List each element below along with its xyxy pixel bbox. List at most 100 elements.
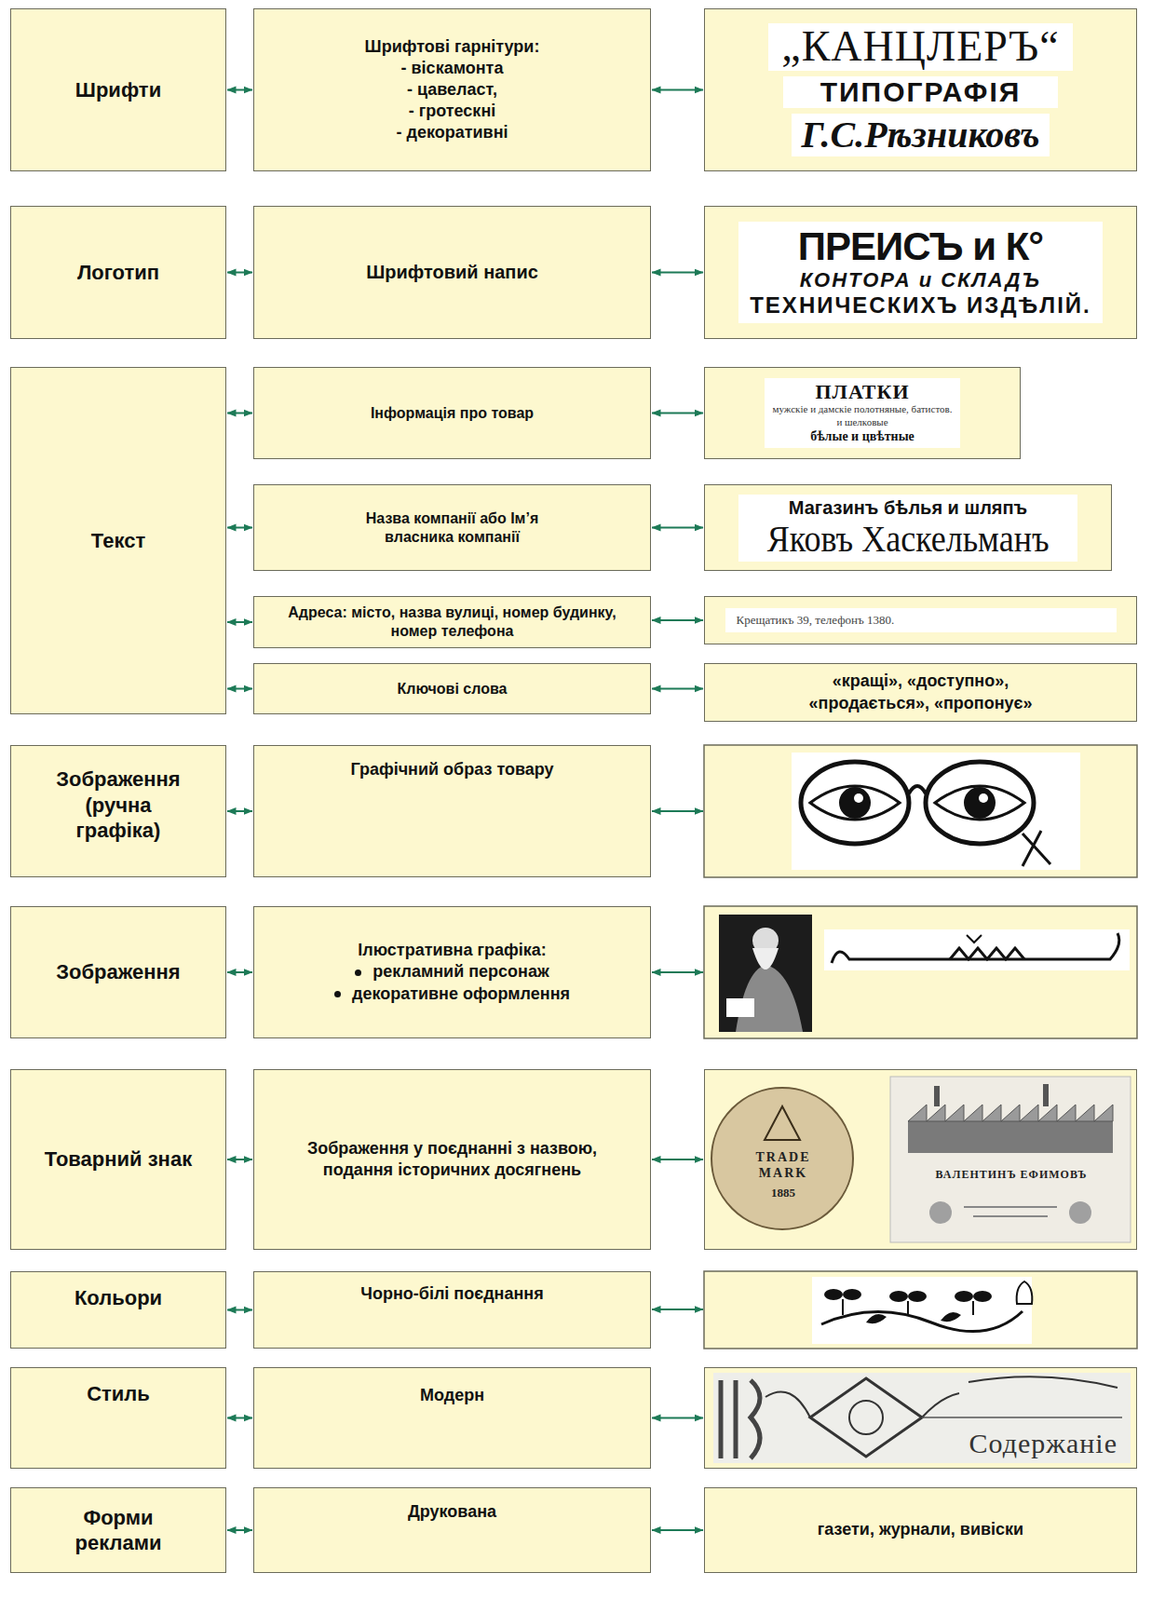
glasses-drawing [934, 785, 1025, 820]
text-panel: TRADEMARK1885 [710, 1088, 856, 1234]
description-box: Ключові слова [253, 663, 651, 715]
illustration [752, 948, 779, 970]
node-text: Шрифтові гарнітури: [365, 36, 541, 58]
sample-box: ПЛАТКИмужскіе и дамскіе полотняные, бати… [704, 366, 1021, 460]
double-arrow [227, 527, 253, 529]
double-arrow [227, 1158, 253, 1161]
glasses-drawing [800, 761, 909, 844]
double-arrow [651, 527, 704, 529]
glasses-drawing [839, 786, 871, 819]
description-box: Шрифтові гарнітури:- віскамонта- цавелас… [253, 8, 651, 172]
node-text: „КАНЦЛЕРЪ“ [768, 23, 1073, 71]
illustration [831, 933, 1120, 963]
node-text: Чорно-білі поєднання [360, 1283, 543, 1305]
node-text: рекламний персонаж [372, 961, 550, 983]
glasses-drawing [1022, 830, 1051, 867]
node-text: Друкована [407, 1501, 497, 1523]
node-text: газети, журнали, вивіски [817, 1518, 1024, 1541]
node-text: Форми реклами [41, 1504, 196, 1557]
trademark-drawing [890, 1076, 1131, 1243]
image-frame [704, 1271, 1138, 1349]
node-text: бѣлые и цвѣтные [810, 428, 915, 446]
bullet-row: декоративне оформлення [334, 983, 570, 1005]
flower-ornament [889, 1290, 908, 1302]
node-text: Назва компанії або Ім’я власника компані… [331, 509, 574, 546]
description-box: Шрифтовий напис [253, 205, 651, 339]
double-arrow [651, 688, 704, 691]
double-arrow [651, 1158, 704, 1161]
trademark-drawing [963, 1206, 1057, 1217]
modern-ornament [810, 1378, 922, 1457]
double-arrow [227, 1417, 253, 1420]
double-arrow [651, 619, 704, 622]
image-frame [704, 745, 1138, 878]
glasses-drawing [925, 761, 1034, 844]
static-arrow [651, 971, 704, 974]
trademark-drawing [907, 1121, 1113, 1153]
sample-box: ПРЕИСЪ и К°КОНТОРА и СКЛАДЪТЕХНИЧЕСКИХЪ … [704, 205, 1138, 339]
text-panel: Магазинъ бѣлья и шляпъЯковъ Хаскельманъ [738, 494, 1078, 562]
trademark-drawing [934, 1085, 940, 1107]
node-text: Крещатикъ 39, телефонъ 1380. [725, 608, 1117, 633]
sample-box: газети, журнали, вивіски [704, 1487, 1138, 1573]
description-box: Графічний образ товару [253, 745, 651, 878]
category-box: Шрифти [10, 8, 227, 172]
sample-box: TRADEMARK1885ВАЛЕНТИНЪ ЕФИМОВЪ [704, 1069, 1138, 1250]
node-text: Ілюстративна графіка: [357, 939, 547, 962]
node-text: ПРЕИСЪ и К° [798, 225, 1044, 269]
node-text: ПЛАТКИ [814, 380, 909, 404]
double-arrow [227, 412, 253, 415]
node-text: Товарний знак [44, 1146, 192, 1173]
text-panel: ПЛАТКИмужскіе и дамскіе полотняные, бати… [764, 378, 961, 448]
node-text: Шрифтовий напис [365, 260, 539, 285]
category-box: Кольори [10, 1271, 227, 1349]
modern-ornament [713, 1372, 1131, 1464]
node-text: Шрифти [75, 77, 162, 104]
node-text: MARK [758, 1165, 808, 1181]
description-box: Назва компанії або Ім’я власника компані… [253, 484, 651, 571]
double-arrow [227, 271, 253, 274]
node-text: Зображення [55, 959, 180, 986]
trademark-drawing [1069, 1201, 1092, 1224]
category-box: Текст [10, 366, 227, 715]
description-box: Ілюстративна графіка:рекламний персонажд… [253, 906, 651, 1039]
trademark-drawing [929, 1201, 952, 1224]
illustration [726, 998, 755, 1017]
node-text: Стиль [86, 1381, 150, 1408]
description-box: Чорно-білі поєднання [253, 1271, 651, 1349]
text-panel: ПРЕИСЪ и К°КОНТОРА и СКЛАДЪТЕХНИЧЕСКИХЪ … [738, 221, 1103, 324]
double-arrow [651, 1417, 704, 1420]
modern-ornament [720, 1380, 760, 1459]
modern-ornament [713, 1372, 1131, 1464]
glasses-drawing [791, 752, 1081, 870]
node-text: Зображення (ручна графіка) [41, 766, 196, 844]
edge-layer [227, 90, 704, 1531]
sample-box: Содержаніе [704, 1367, 1138, 1469]
description-box: Друкована [253, 1487, 651, 1573]
double-arrow [227, 971, 253, 974]
node-text: - цавеласт, [406, 79, 498, 101]
trademark-drawing [711, 1087, 854, 1230]
illustration [718, 914, 813, 1032]
static-arrow [651, 810, 704, 813]
double-arrow [227, 810, 253, 813]
static-arrow [651, 811, 704, 1310]
double-arrow [651, 1529, 704, 1531]
category-box: Логотип [10, 205, 227, 339]
sample-box: «кращі», «доступно», «продається», «проп… [704, 663, 1138, 722]
double-arrow [227, 1309, 253, 1312]
flower-ornament [1016, 1281, 1033, 1304]
description-box: Модерн [253, 1367, 651, 1469]
trademark-drawing [764, 1106, 800, 1140]
double-arrow [227, 89, 253, 92]
flower-ornament [842, 1288, 862, 1301]
bullet-dot [334, 990, 341, 998]
flower-ornament [821, 1311, 1023, 1332]
node-text: Зображення у поєднанні з назвою, подання… [294, 1137, 611, 1181]
glasses-drawing [963, 786, 996, 819]
double-arrow [227, 621, 253, 624]
text-panel: ВАЛЕНТИНЪ ЕФИМОВЪ [891, 1077, 1132, 1244]
image-frame [704, 1367, 1138, 1469]
node-text: ТИПОГРАФІЯ [783, 76, 1059, 109]
